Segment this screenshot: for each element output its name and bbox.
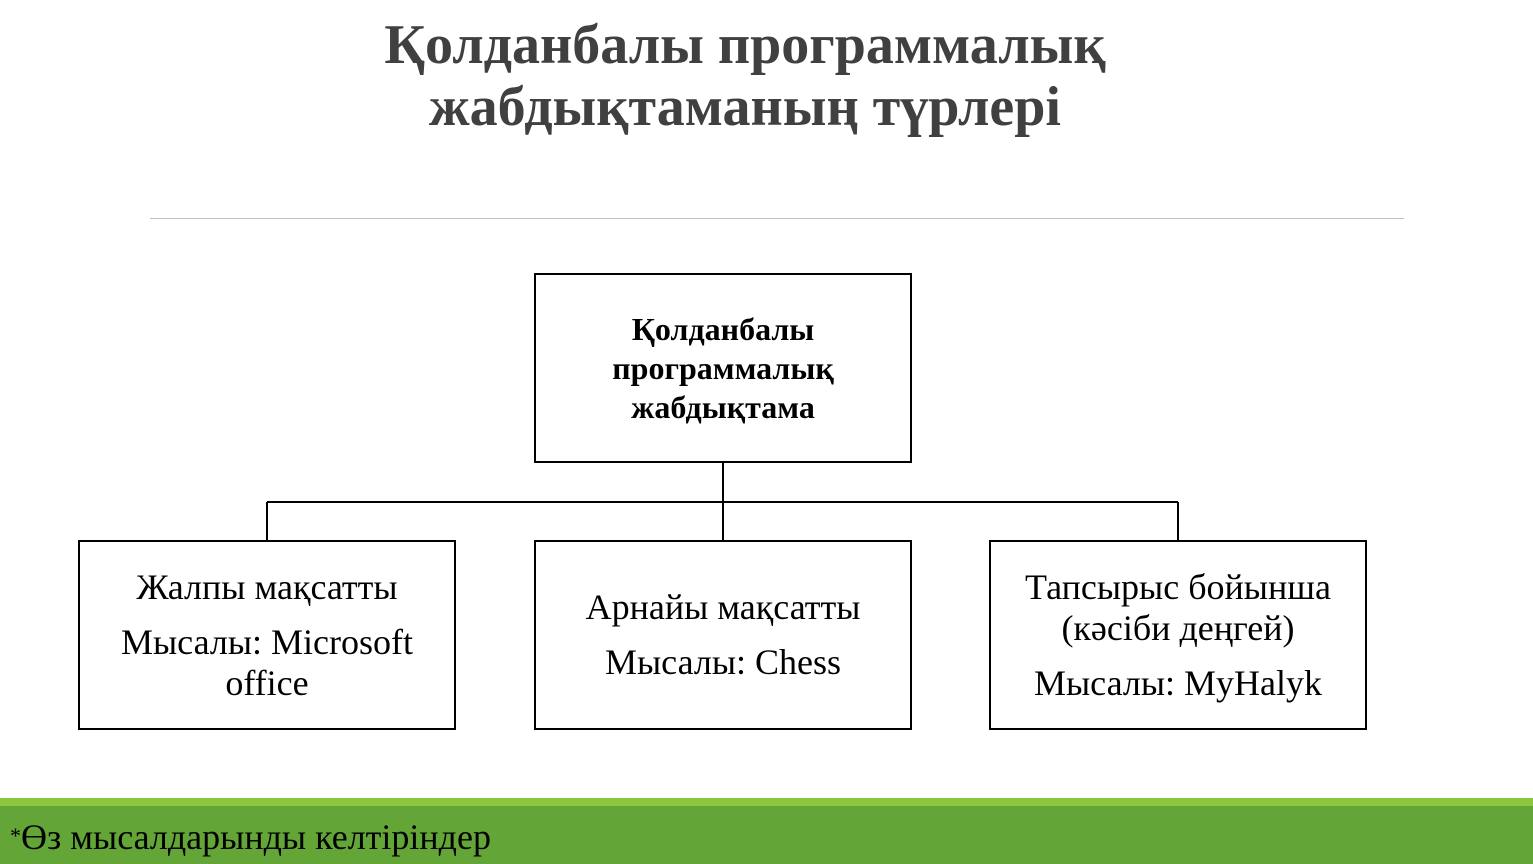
footer-bar: [0, 806, 1533, 864]
footer-accent-stripe: [0, 798, 1533, 806]
footer-note: *Өз мысалдарынды келтіріндер: [10, 816, 491, 857]
root-node-line-2: программалық: [612, 349, 834, 386]
node-custom-order-category: Тапсырыс бойынша (кәсіби деңгей): [1025, 566, 1331, 648]
root-node-line-3: жабдықтама: [631, 388, 815, 425]
slide-title-line-2: жабдықтаманың түрлері: [429, 76, 1061, 138]
node-special-purpose: Арнайы мақсатты Мысалы: Chess: [534, 540, 912, 730]
footer-asterisk: *: [10, 823, 21, 848]
node-custom-order-example: Мысалы: MyHalyk: [1033, 662, 1323, 703]
footer-note-text: Өз мысалдарынды келтіріндер: [21, 817, 491, 857]
node-special-purpose-category: Арнайы мақсатты: [585, 587, 861, 627]
node-custom-order: Тапсырыс бойынша (кәсіби деңгей) Мысалы:…: [989, 540, 1367, 730]
node-general-purpose: Жалпы мақсатты Мысалы: Microsoft office: [78, 540, 456, 730]
node-general-purpose-category: Жалпы мақсатты: [136, 566, 398, 607]
slide-title: Қолданбалы программалық жабдықтаманың тү…: [245, 14, 1245, 138]
slide-title-line-1: Қолданбалы программалық: [384, 14, 1106, 76]
footer-band: *Өз мысалдарынды келтіріндер: [0, 798, 1533, 864]
title-divider: [150, 218, 1404, 219]
root-node: Қолданбалы программалық жабдықтама: [534, 273, 912, 463]
node-general-purpose-example: Мысалы: Microsoft office: [120, 621, 414, 703]
root-node-line-1: Қолданбалы: [631, 310, 815, 347]
node-special-purpose-example: Мысалы: Chess: [604, 642, 842, 682]
